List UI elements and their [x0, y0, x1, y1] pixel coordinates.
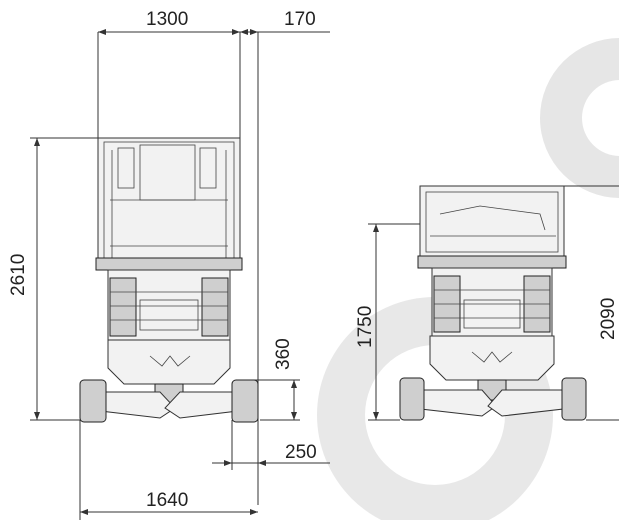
- right-view: [368, 185, 619, 421]
- dim-wheel-offset: 250: [285, 442, 317, 463]
- dim-height-lowered: 1750: [355, 306, 376, 348]
- chassis: [107, 339, 231, 385]
- left-wheel-lowered: [399, 377, 425, 421]
- scissor-stack: [107, 269, 231, 341]
- dim-width-bottom: 1640: [146, 490, 188, 511]
- dim-width-top: 1300: [146, 9, 188, 30]
- left-view: [30, 29, 330, 520]
- platform-guardrail: [97, 137, 241, 267]
- platform-guardrail-lowered: [419, 185, 565, 259]
- dim-deck-height: 360: [273, 338, 294, 370]
- chassis-lowered: [429, 335, 555, 381]
- right-wheel-lowered: [561, 377, 587, 421]
- left-wheel: [79, 379, 107, 423]
- dim-offset-top: 170: [284, 9, 316, 30]
- scissor-stack-lowered: [431, 267, 553, 337]
- right-wheel: [231, 379, 259, 423]
- dim-height-guardrail: 2090: [598, 298, 619, 340]
- dim-height-total: 2610: [8, 254, 29, 296]
